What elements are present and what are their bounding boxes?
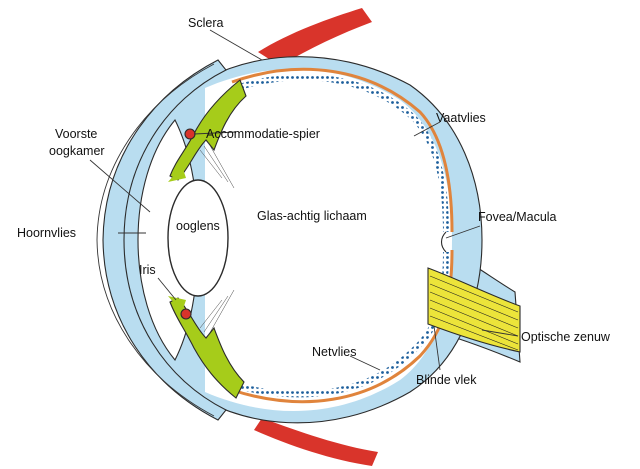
label-optische-zenuw: Optische zenuw bbox=[521, 330, 611, 344]
label-ooglens: ooglens bbox=[176, 219, 220, 233]
label-sclera: Sclera bbox=[188, 16, 223, 30]
accommodation-muscle-upper bbox=[184, 128, 196, 140]
zonular-fibres bbox=[199, 141, 235, 337]
leader-blinde-vlek bbox=[433, 325, 441, 371]
iris-lower bbox=[168, 296, 186, 312]
leader-voorste-oogkamer bbox=[89, 159, 151, 213]
leader-iris bbox=[157, 277, 177, 301]
label-blinde-vlek: Blinde vlek bbox=[416, 373, 477, 387]
label-vaatvlies: Vaatvlies bbox=[436, 111, 486, 125]
iris-upper bbox=[168, 166, 186, 182]
leader-sclera bbox=[209, 29, 263, 61]
vitreous-body bbox=[205, 68, 452, 412]
optic-nerve-fibers bbox=[429, 275, 519, 351]
label-hoornvlies: Hoornvlies bbox=[17, 226, 76, 240]
leader-netvlies bbox=[349, 355, 381, 371]
label-iris: Iris bbox=[139, 263, 156, 277]
upper-eye-muscle bbox=[258, 8, 372, 66]
label-voorste-oogkamer-line2: oogkamer bbox=[49, 144, 105, 158]
accommodation-muscle-lower bbox=[180, 308, 192, 320]
ciliary-body-lower bbox=[169, 297, 245, 399]
ciliary-body-upper bbox=[169, 79, 247, 181]
label-fovea-macula: Fovea/Macula bbox=[478, 210, 557, 224]
label-accommodatie-spier: Accommodatie-spier bbox=[206, 127, 320, 141]
leader-fovea-macula bbox=[445, 225, 481, 239]
lower-eye-muscle bbox=[254, 418, 378, 466]
fovea-notch bbox=[440, 231, 447, 253]
label-voorste-oogkamer-line1: Voorste bbox=[55, 127, 97, 141]
leader-vaatvlies bbox=[413, 121, 441, 137]
lens bbox=[167, 179, 229, 297]
cornea-outer-edge bbox=[96, 63, 215, 417]
leader-optische-zenuw bbox=[481, 329, 519, 337]
leader-accommodatie-spier bbox=[193, 131, 237, 135]
label-glasachtig-lichaam: Glas-achtig lichaam bbox=[257, 209, 367, 223]
cornea bbox=[102, 59, 227, 421]
label-netvlies: Netvlies bbox=[312, 345, 356, 359]
